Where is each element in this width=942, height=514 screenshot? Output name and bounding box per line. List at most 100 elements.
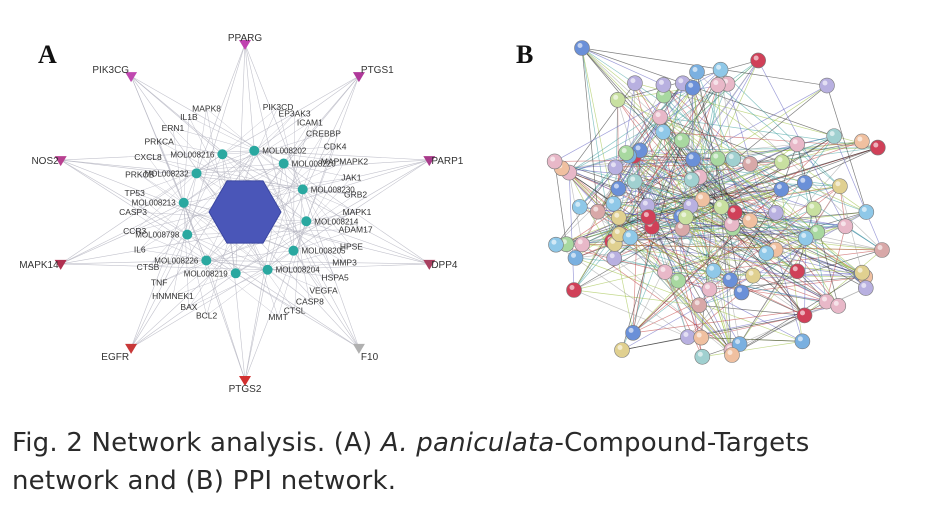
ppi-node (727, 204, 743, 221)
ppi-node (680, 329, 696, 345)
network-a-edge (130, 234, 188, 349)
ppi-node (832, 178, 848, 195)
compound-label: MOL008232 (145, 169, 190, 178)
ppi-node-highlight (735, 339, 741, 345)
ppi-edge (554, 161, 567, 245)
network-a-hub-hexagon (208, 180, 282, 244)
ppi-node (625, 325, 641, 341)
ppi-edge (713, 212, 777, 272)
ppi-edge (682, 228, 883, 251)
network-a-edge (172, 127, 255, 151)
ppi-node (774, 154, 790, 170)
compound-node (301, 216, 312, 227)
ppi-node (794, 333, 811, 350)
network-a-edge (187, 113, 295, 235)
target-label: BAX (180, 302, 197, 312)
ppi-node (854, 133, 870, 150)
compound-label: MOL008226 (154, 256, 199, 265)
network-a-edge (139, 202, 184, 250)
network-a-edge (293, 161, 345, 251)
ppi-node-highlight (551, 239, 557, 245)
caption-text-2: -Compound-Targets (554, 428, 810, 458)
network-a-edge (267, 75, 360, 270)
ppi-node (574, 236, 591, 253)
panel-b-label: B (516, 40, 534, 69)
network-a-edge (187, 234, 207, 316)
ppi-node (819, 77, 835, 94)
ppi-edge (741, 249, 883, 293)
ppi-node (745, 267, 761, 284)
ppi-node-highlight (550, 156, 556, 162)
compound-label: MOL008220 (292, 160, 337, 169)
network-a-edge (306, 211, 358, 222)
outer-target-label: EGFR (101, 352, 129, 363)
ppi-node-highlight (835, 181, 841, 187)
ppi-edge (621, 211, 867, 351)
ppi-node (758, 245, 775, 261)
network-a-edge (283, 163, 430, 265)
ppi-node-highlight (713, 80, 719, 86)
ppi-node-highlight (698, 194, 704, 200)
network-a-edge (306, 221, 336, 278)
ppi-edge (699, 304, 805, 316)
ppi-edge (741, 276, 866, 293)
ppi-edge (739, 186, 841, 345)
ppi-edge (690, 205, 863, 274)
ppi-node (858, 204, 875, 220)
ppi-edge (561, 168, 710, 290)
network-a-edge (294, 189, 303, 311)
network-a-edge (187, 234, 360, 349)
network-a-edge (283, 163, 311, 302)
network-a-edge (254, 113, 295, 151)
network-a-labels: MOL008202MOL008220MOL008230MOL008214MOL0… (19, 33, 464, 395)
network-a-edge (267, 263, 430, 271)
target-label: CTSL (284, 306, 306, 316)
ppi-node-highlight (688, 154, 694, 160)
ppi-edge (555, 147, 878, 246)
network-a-edge (306, 220, 430, 265)
compound-label: MOL008219 (184, 269, 229, 278)
network-a-edge (254, 150, 345, 162)
ppi-node-highlight (688, 82, 694, 88)
outer-target-triangle (423, 156, 436, 167)
ppi-node-highlight (800, 177, 806, 183)
ppi-edge (731, 231, 818, 356)
outer-target-triangle (54, 259, 67, 270)
ppi-edge (568, 172, 733, 356)
ppi-edge (696, 71, 742, 293)
ppi-node (796, 175, 813, 191)
ppi-node (694, 348, 711, 365)
network-a-edge (277, 221, 307, 318)
ppi-edge (731, 301, 827, 356)
ppi-node (655, 124, 671, 140)
network-a-edge (235, 273, 360, 349)
ppi-node (709, 150, 726, 167)
ppi-node-highlight (725, 274, 731, 280)
ppi-node-highlight (677, 223, 683, 229)
ppi-edge (826, 85, 867, 213)
network-a-edge (159, 260, 207, 283)
ppi-node (713, 199, 730, 215)
ppi-node-highlight (713, 153, 719, 159)
ppi-node (705, 262, 722, 279)
compound-node (230, 268, 241, 279)
ppi-node-highlight (609, 198, 615, 204)
ppi-node-highlight (822, 80, 828, 86)
ppi-node (572, 199, 588, 215)
ppi-edge (579, 83, 684, 208)
ppi-edge (568, 172, 575, 291)
ppi-node-highlight (761, 248, 767, 254)
ppi-edge (613, 179, 692, 204)
ppi-edge (804, 249, 883, 316)
ppi-node-highlight (873, 142, 879, 148)
ppi-edge (632, 226, 653, 333)
ppi-node-highlight (809, 203, 815, 209)
ppi-node-highlight (716, 64, 722, 70)
ppi-node (652, 109, 668, 125)
ppi-node-highlight (681, 212, 687, 218)
ppi-edge (554, 158, 734, 162)
network-a-edge (60, 260, 207, 265)
network-a-edge (254, 150, 324, 291)
ppi-edge (630, 237, 733, 356)
ppi-edge (581, 47, 599, 212)
